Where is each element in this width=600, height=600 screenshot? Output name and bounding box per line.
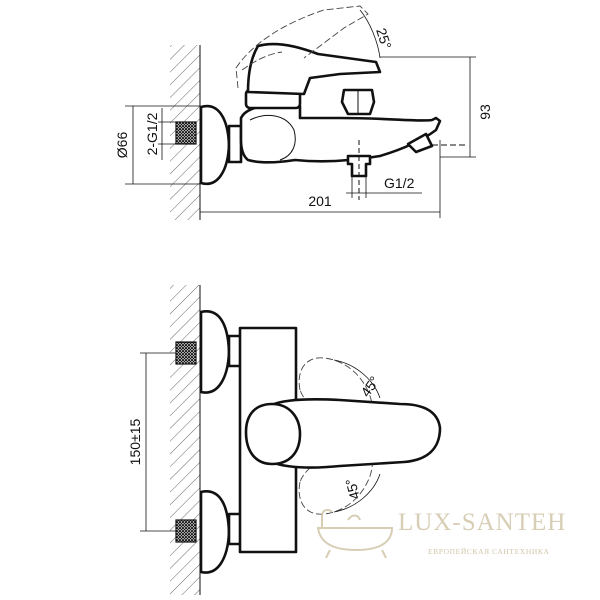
threaded-inlet-top <box>175 121 197 145</box>
escutcheon-top <box>199 104 231 186</box>
threaded-inlet-lower <box>175 519 197 543</box>
outlet-thread-label: G1/2 <box>384 175 415 191</box>
watermark-tagline: ЕВРОПЕЙСКАЯ САНТЕХНИКА <box>428 547 549 556</box>
lever-base-cap <box>244 402 302 466</box>
threaded-inlet-upper <box>175 341 197 365</box>
watermark-brand: LUX-SANTEH <box>398 509 566 536</box>
watermark: LUX-SANTEH ЕВРОПЕЙСКАЯ САНТЕХНИКА <box>316 508 566 559</box>
bathtub-icon <box>316 508 394 559</box>
lever-angle-arc-down <box>333 473 381 513</box>
lever-angle-down-label: 45° <box>342 477 363 502</box>
total-length-label: 201 <box>308 193 332 209</box>
body-inner-line <box>249 114 296 161</box>
lever-ghost-inner <box>241 51 283 71</box>
connector-diameter-label: Ø66 <box>114 132 130 159</box>
center-distance-label: 150±15 <box>127 418 143 465</box>
escutcheon-upper <box>199 310 231 394</box>
side-view: 25° 93 Ø66 2-G1/2 G1/2 201 <box>114 5 493 220</box>
front-view: 45° 45° 150±15 <box>127 285 442 595</box>
wall-hatch-bottom <box>170 285 200 595</box>
handle-angle-label: 25° <box>373 26 395 51</box>
spout-aerator <box>406 132 434 154</box>
height-dimension-label: 93 <box>477 104 493 120</box>
lever-angle-arc-up <box>333 359 381 399</box>
connector-nut-top <box>227 124 243 164</box>
lever-handle-closed <box>246 42 382 96</box>
inlet-thread-label: 2-G1/2 <box>144 112 160 155</box>
escutcheon-lower <box>199 490 231 574</box>
handle-angle-arc <box>359 9 381 59</box>
lever-handle-open-ghost <box>235 5 369 89</box>
faucet-body-side <box>239 104 442 164</box>
